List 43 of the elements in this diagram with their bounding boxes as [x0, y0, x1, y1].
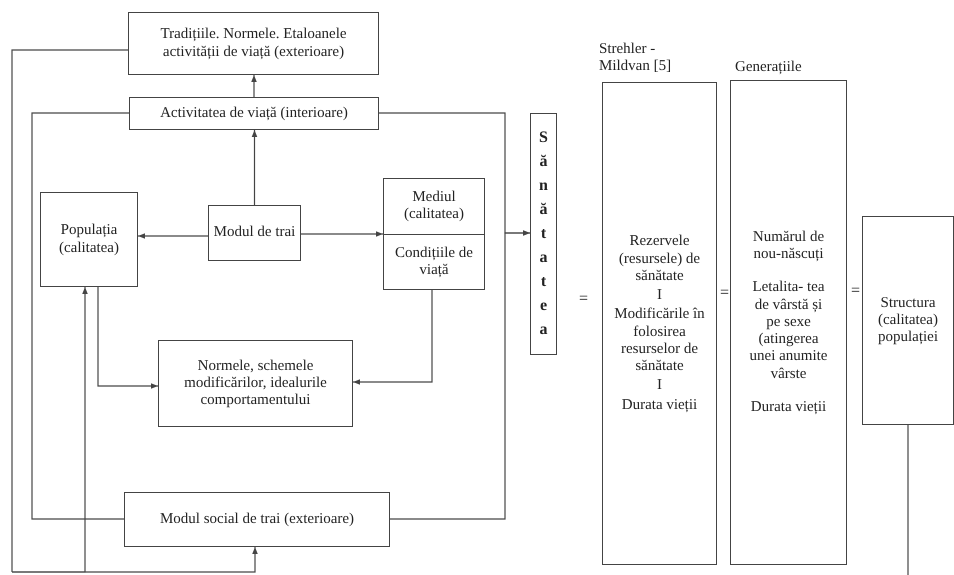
equals-sign: = — [851, 282, 860, 300]
column-heading: Strehler - Mildvan [5] — [599, 41, 672, 76]
box-label: Modul de trai — [214, 223, 296, 242]
arrow — [390, 230, 530, 520]
equals-sign: = — [579, 290, 588, 308]
arrow — [138, 233, 208, 239]
box-label: Activitatea de viață (interioare) — [160, 104, 348, 123]
arrow — [353, 290, 433, 385]
process-box — [862, 216, 954, 425]
box-label: Letalita- tea de vârstă și pe sexe (atingerea unei anumite vârste — [748, 278, 828, 384]
arrow — [12, 547, 258, 573]
box-label: Tradițiile. Normele. Etaloanele activității de viață (exterioare) — [159, 25, 348, 62]
process-box — [124, 492, 390, 547]
box-label: Condițiile de viață — [394, 244, 474, 280]
box-label: Mediul (calitatea) — [403, 188, 465, 224]
box-label: Numărul de nou-născuți — [752, 228, 826, 264]
box-label: Modificările în folosirea resurselor de sănătate — [613, 305, 706, 376]
connector-line — [31, 112, 129, 520]
process-box — [208, 205, 301, 261]
connector-line — [907, 425, 909, 575]
process-box — [530, 113, 557, 355]
box-label: I — [657, 286, 662, 305]
box-label: Durata vieții — [622, 396, 698, 414]
column-heading: Generațiile — [735, 59, 803, 76]
box-label: I — [657, 376, 662, 396]
box-label: Rezervele (resursele) de sănătate — [618, 232, 702, 286]
box-label: Populația (calitatea) — [58, 221, 120, 258]
vertical-label: Sănătatea — [538, 128, 548, 340]
process-box — [128, 12, 379, 75]
connector-line — [11, 49, 128, 572]
process-box — [40, 192, 138, 287]
arrow — [251, 75, 257, 97]
equals-sign: = — [720, 284, 730, 302]
box-label: Modul social de trai (exterioare) — [160, 510, 354, 529]
box-label: Durata vieții — [750, 398, 826, 417]
process-box — [129, 97, 379, 130]
box-label: Structura (calitatea) populației — [877, 294, 939, 348]
arrow — [301, 231, 383, 237]
box-label: Normele, schemele modificărilor, idealurile comportamentului — [183, 356, 328, 410]
process-box — [383, 178, 485, 290]
arrow — [252, 130, 258, 205]
arrow — [97, 287, 158, 389]
process-box — [158, 340, 353, 427]
